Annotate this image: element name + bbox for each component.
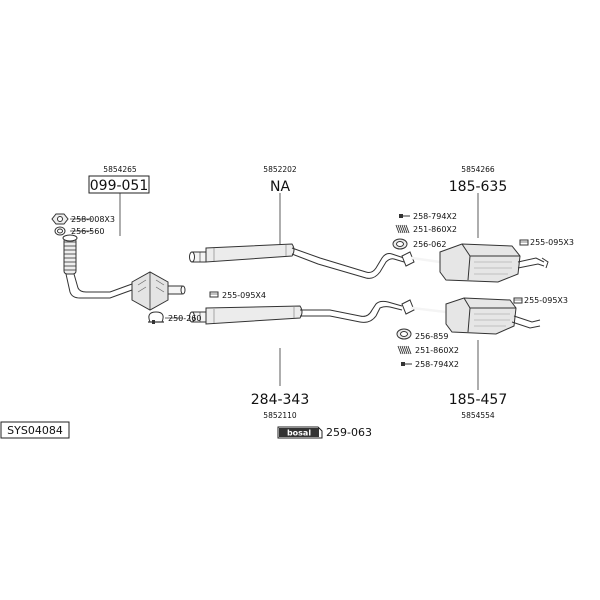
bolt-icon — [401, 362, 412, 366]
flex-section — [62, 234, 78, 275]
part-number-mid-pipe-top[interactable]: NA — [270, 179, 290, 195]
mid-pipe-top — [189, 243, 405, 279]
part-number-front-pipe[interactable]: 099-051 — [90, 178, 149, 194]
part-ref-front-pipe: 5854265 — [103, 165, 137, 174]
part-number-box — [88, 175, 150, 194]
part-number-mid-pipe-bottom[interactable]: 284-343 — [251, 392, 310, 408]
leader-lines — [70, 193, 479, 390]
part-number-bosal-kit[interactable]: 259-063 — [326, 426, 372, 439]
clamp-icon — [513, 297, 523, 304]
fitting-label[interactable]: 258-794X2 — [413, 212, 457, 221]
clamp-icon — [209, 291, 219, 298]
diagram-id: SYS04084 — [7, 424, 63, 437]
part-ref-mid-pipe-bottom: 5852110 — [263, 411, 297, 420]
fitting-label[interactable]: 255-095X3 — [530, 238, 574, 247]
fitting-label[interactable]: 251-860X2 — [415, 346, 459, 355]
gasket-icon — [392, 238, 408, 250]
fitting-label[interactable]: 250-260 — [168, 314, 201, 323]
bolt-icon — [399, 214, 410, 218]
mid-pipe-bottom — [189, 300, 403, 325]
fitting-label[interactable]: 256-859 — [415, 332, 448, 341]
nut-icon — [51, 213, 69, 225]
gasket-icon — [396, 328, 412, 340]
ring-icon — [54, 226, 66, 236]
part-ref-rear-silencer-top: 5854266 — [461, 165, 495, 174]
brand-name: bosal — [287, 429, 311, 438]
part-number-rear-silencer-top[interactable]: 185-635 — [449, 179, 508, 195]
front-pipe-assembly — [62, 234, 186, 311]
spring-icon — [395, 224, 410, 234]
catalyst — [131, 271, 169, 311]
bosal-logo: bosal — [277, 426, 323, 439]
fitting-label[interactable]: 258-008X3 — [71, 215, 115, 224]
rear-silencer-bottom — [401, 297, 541, 335]
fitting-label[interactable]: 258-794X2 — [415, 360, 459, 369]
fitting-label[interactable]: 255-095X4 — [222, 291, 266, 300]
part-number-rear-silencer-bottom[interactable]: 185-457 — [449, 392, 508, 408]
clamp-icon — [148, 311, 164, 324]
clamp-icon — [519, 239, 529, 246]
fitting-label[interactable]: 256-062 — [413, 240, 446, 249]
fitting-label[interactable]: 256-560 — [71, 227, 104, 236]
fitting-label[interactable]: 251-860X2 — [413, 225, 457, 234]
rear-silencer-top — [401, 243, 549, 283]
diagram-id-box — [0, 421, 70, 439]
fitting-label[interactable]: 255-095X3 — [524, 296, 568, 305]
spring-icon — [397, 345, 412, 355]
part-ref-mid-pipe-top: 5852202 — [263, 165, 297, 174]
part-ref-rear-silencer-bottom: 5854554 — [461, 411, 495, 420]
